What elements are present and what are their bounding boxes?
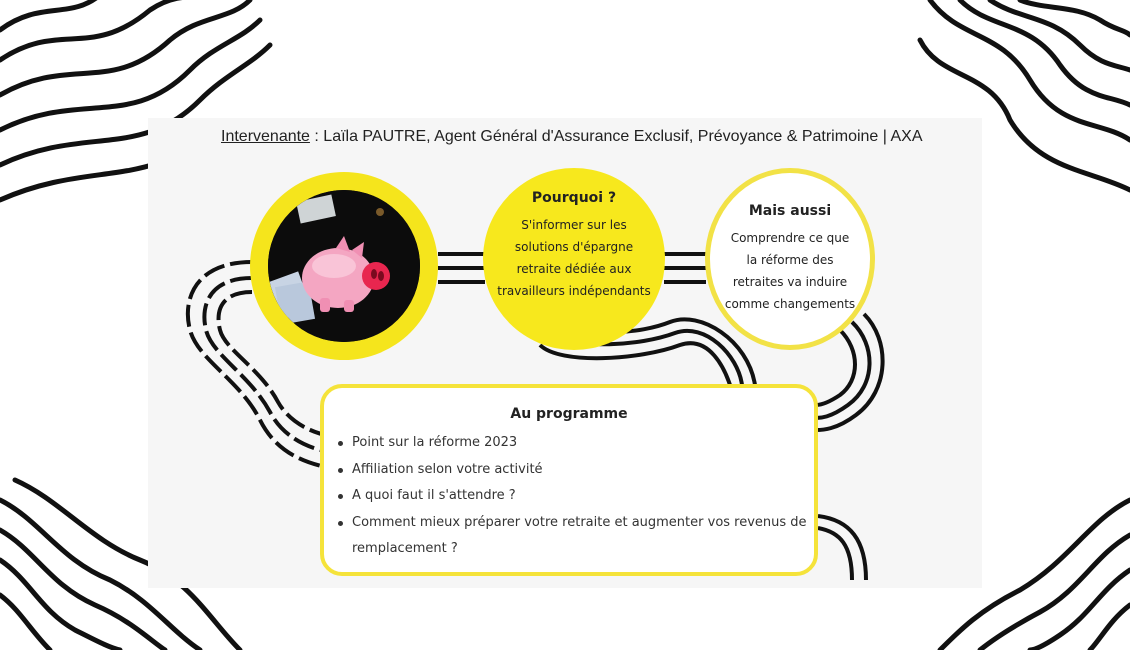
programme-list: Point sur la réforme 2023 Affiliation se… [324,430,814,563]
speaker-heading: Intervenante : Laïla PAUTRE, Agent Génér… [221,128,923,146]
programme-title: Au programme [510,406,628,422]
piggy-bank-photo [268,190,420,342]
list-item: Comment mieux préparer votre retraite et… [338,510,814,563]
list-item: Point sur la réforme 2023 [338,430,814,457]
speaker-details: : Laïla PAUTRE, Agent Général d'Assuranc… [309,128,923,145]
mais-aussi-text: Comprendre ce que la réforme des retrait… [724,231,856,311]
speaker-label: Intervenante [221,128,310,145]
piggy-bank-icon [268,190,420,342]
pourquoi-text: S'informer sur les solutions d'épargne r… [497,218,651,298]
pourquoi-title: Pourquoi ? [531,190,617,206]
programme-box: Au programme Point sur la réforme 2023 A… [320,384,818,576]
mais-aussi-circle: Mais aussi Comprendre ce que la réforme … [705,168,875,350]
mais-aussi-title: Mais aussi [748,203,832,219]
list-item: A quoi faut il s'attendre ? [338,483,814,510]
list-item: Affiliation selon votre activité [338,457,814,484]
pourquoi-circle: Pourquoi ? S'informer sur les solutions … [483,168,665,350]
